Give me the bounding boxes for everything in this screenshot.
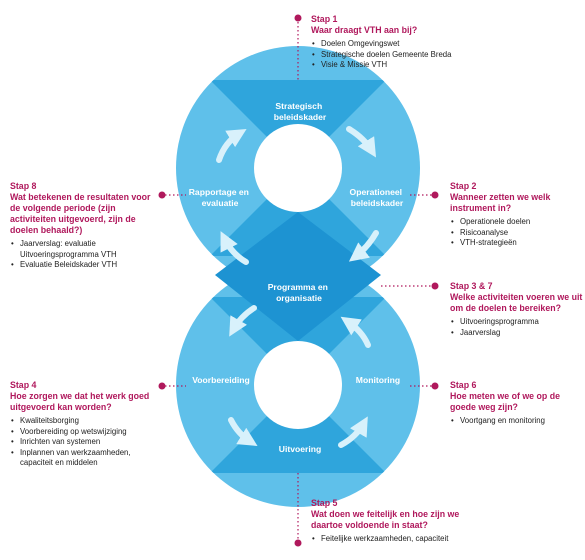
label-prepare: Voorbereiding [192,375,250,385]
step-6-question: Hoe meten we of we op de goede weg zijn? [450,391,560,412]
label-report-line2: evaluatie [202,198,239,208]
step-1-item: Visie & Missie VTH [311,60,511,71]
label-operational: Operationeel [350,187,403,197]
step-8-title: Stap 8 [10,181,37,191]
dot-s8 [158,191,166,199]
svg-text:Programma en organisatie: Programma en organisatie [268,282,331,303]
top-hole [254,124,342,212]
annotation-step-1: Stap 1 Waar draagt VTH aan bij? Doelen O… [311,14,511,71]
step-3-7-list: Uitvoeringsprogramma Jaarverslag [450,317,583,338]
step-8-item: Jaarverslag: evaluatie Uitvoeringsprogra… [10,239,160,260]
step-5-list: Feitelijke werkzaamheden, capaciteit [311,534,481,545]
label-operational-line2: beleidskader [351,198,404,208]
step-1-question: Waar draagt VTH aan bij? [311,25,418,35]
step-4-item: Inrichten van systemen [10,437,160,448]
step-3-7-title: Stap 3 & 7 [450,281,493,291]
dot-s6 [431,382,439,390]
annotation-step-2: Stap 2 Wanneer zetten we welk instrument… [450,181,580,249]
segment-labels: Strategisch beleidskader Rapportage en e… [189,101,405,454]
step-5-question: Wat doen we feitelijk en hoe zijn we daa… [311,509,460,530]
step-5-item: Feitelijke werkzaamheden, capaciteit [311,534,481,545]
step-8-list: Jaarverslag: evaluatie Uitvoeringsprogra… [10,239,160,271]
svg-text:Strategisch beleidskader: Strategisch beleidskader [274,101,327,122]
dot-s4 [158,382,166,390]
step-6-title: Stap 6 [450,380,477,390]
leaders [158,14,439,547]
dot-s2 [431,191,439,199]
step-4-list: Kwaliteitsborging Voorbereiding op wetsw… [10,416,160,469]
arrow-program-to-prepare [229,305,257,337]
arrow-prepare-to-execute [228,417,258,447]
arrow-program-to-report [220,231,249,265]
step-1-item: Strategische doelen Gemeente Breda [311,50,511,61]
arrow-monitor-to-program [340,316,371,348]
label-strategic: Strategisch [275,101,322,111]
label-execute: Uitvoering [279,444,322,454]
step-4-question: Hoe zorgen we dat het werk goed uitgevoe… [10,391,150,412]
step-5-title: Stap 5 [311,498,338,508]
svg-text:Operationeel beleidskader: Operationeel beleidskader [350,187,405,208]
arrow-operational-to-program [348,230,379,262]
step-3-7-item: Uitvoeringsprogramma [450,317,583,328]
dot-s5 [294,539,302,547]
step-3-7-item: Jaarverslag [450,328,583,339]
annotation-step-8: Stap 8 Wat betekenen de resultaten voor … [10,181,160,271]
flow-arrows [216,126,379,448]
label-strategic-line2: beleidskader [274,112,327,122]
step-6-list: Voortgang en monitoring [450,416,580,427]
step-2-item: Operationele doelen [450,217,580,228]
step-1-item: Doelen Omgevingswet [311,39,511,50]
annotation-step-3-7: Stap 3 & 7 Welke activiteiten voeren we … [450,281,583,338]
svg-text:Rapportage en evaluatie: Rapportage en evaluatie [189,187,252,208]
step-8-item: Evaluatie Beleidskader VTH [10,260,160,271]
bottom-hole [254,341,342,429]
annotation-step-4: Stap 4 Hoe zorgen we dat het werk goed u… [10,380,160,469]
label-program: Programma en [268,282,328,292]
step-6-item: Voortgang en monitoring [450,416,580,427]
step-2-item: Risicoanalyse [450,228,580,239]
step-2-list: Operationele doelen Risicoanalyse VTH-st… [450,217,580,249]
step-4-item: Inplannen van werkzaamheden, capaciteit … [10,448,160,469]
step-2-title: Stap 2 [450,181,477,191]
step-8-question: Wat betekenen de resultaten voor de volg… [10,192,151,235]
step-4-item: Kwaliteitsborging [10,416,160,427]
segment-program [215,212,381,341]
step-1-list: Doelen Omgevingswet Strategische doelen … [311,39,511,71]
step-2-item: VTH-strategieën [450,238,580,249]
arrow-strategic-to-operational [346,126,377,158]
annotation-step-5: Stap 5 Wat doen we feitelijk en hoe zijn… [311,498,481,545]
step-1-title: Stap 1 [311,14,338,24]
label-report: Rapportage en [189,187,249,197]
annotation-step-6: Stap 6 Hoe meten we of we op de goede we… [450,380,580,427]
step-4-title: Stap 4 [10,380,37,390]
step-3-7-question: Welke activiteiten voeren we uit om de d… [450,292,583,313]
dot-s37 [431,282,439,290]
label-monitor: Monitoring [356,375,400,385]
dot-s1 [294,14,302,22]
label-program-line2: organisatie [276,293,322,303]
arrow-report-to-strategic [216,129,247,163]
step-2-question: Wanneer zetten we welk instrument in? [450,192,551,213]
arrow-execute-to-monitor [338,416,368,448]
step-4-item: Voorbereiding op wetswijziging [10,427,160,438]
